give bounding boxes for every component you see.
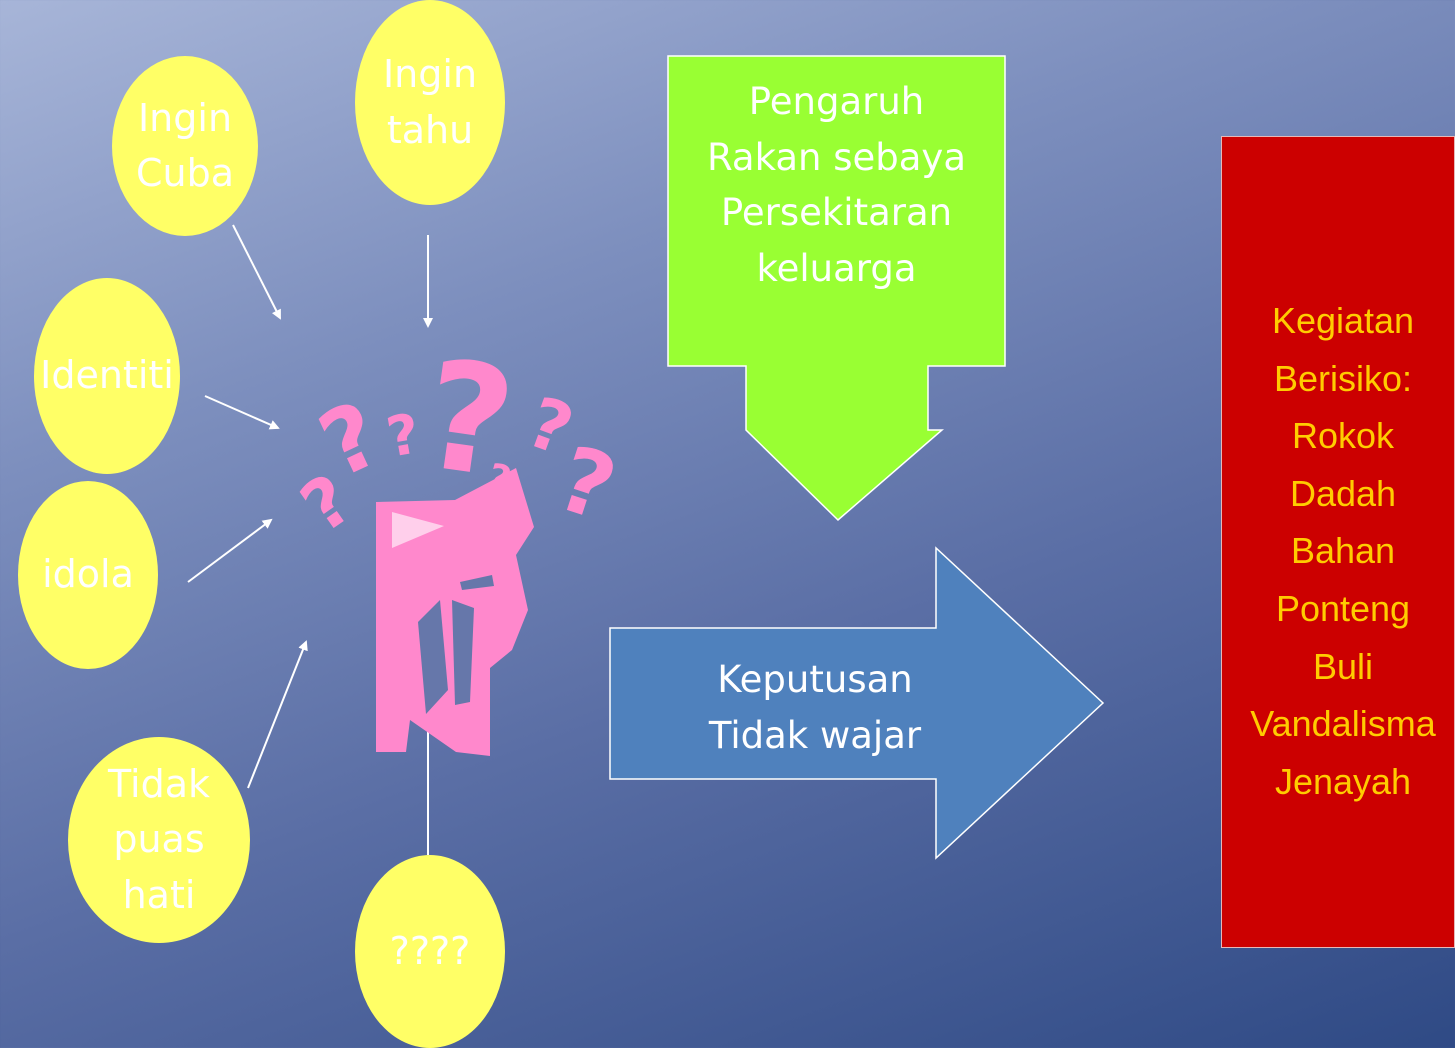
oval-identiti: Identiti <box>34 278 180 474</box>
connector-arrows <box>187 224 433 855</box>
influence-box-label: Pengaruh Rakan sebaya Persekitaran kelua… <box>707 80 966 290</box>
oval-unknown: ???? <box>355 855 505 1048</box>
risk-activities-box <box>1221 136 1455 948</box>
svg-text:?: ? <box>382 401 425 470</box>
arrow-from-tidak-puas-hati <box>247 640 308 789</box>
arrow-from-ingin-cuba <box>232 224 281 320</box>
influence-down-arrow <box>667 55 1006 522</box>
confused-head-icon: ? ? ? ? ? ? ? <box>287 328 628 756</box>
arrow-from-identiti <box>204 395 280 430</box>
decision-right-arrow <box>609 546 1105 860</box>
decision-arrow-label: Keputusan Tidak wajar <box>708 658 922 757</box>
oval-ingin-cuba: Ingin Cuba <box>112 56 258 236</box>
risk-activities-label: Kegiatan Berisiko: Rokok Dadah Bahan Pon… <box>1250 300 1436 802</box>
oval-idola: idola <box>18 481 158 669</box>
oval-ingin-tahu: Ingin tahu <box>355 0 505 205</box>
arrow-from-idola <box>187 518 273 583</box>
oval-tidak-puas-hati: Tidak puas hati <box>68 737 250 943</box>
